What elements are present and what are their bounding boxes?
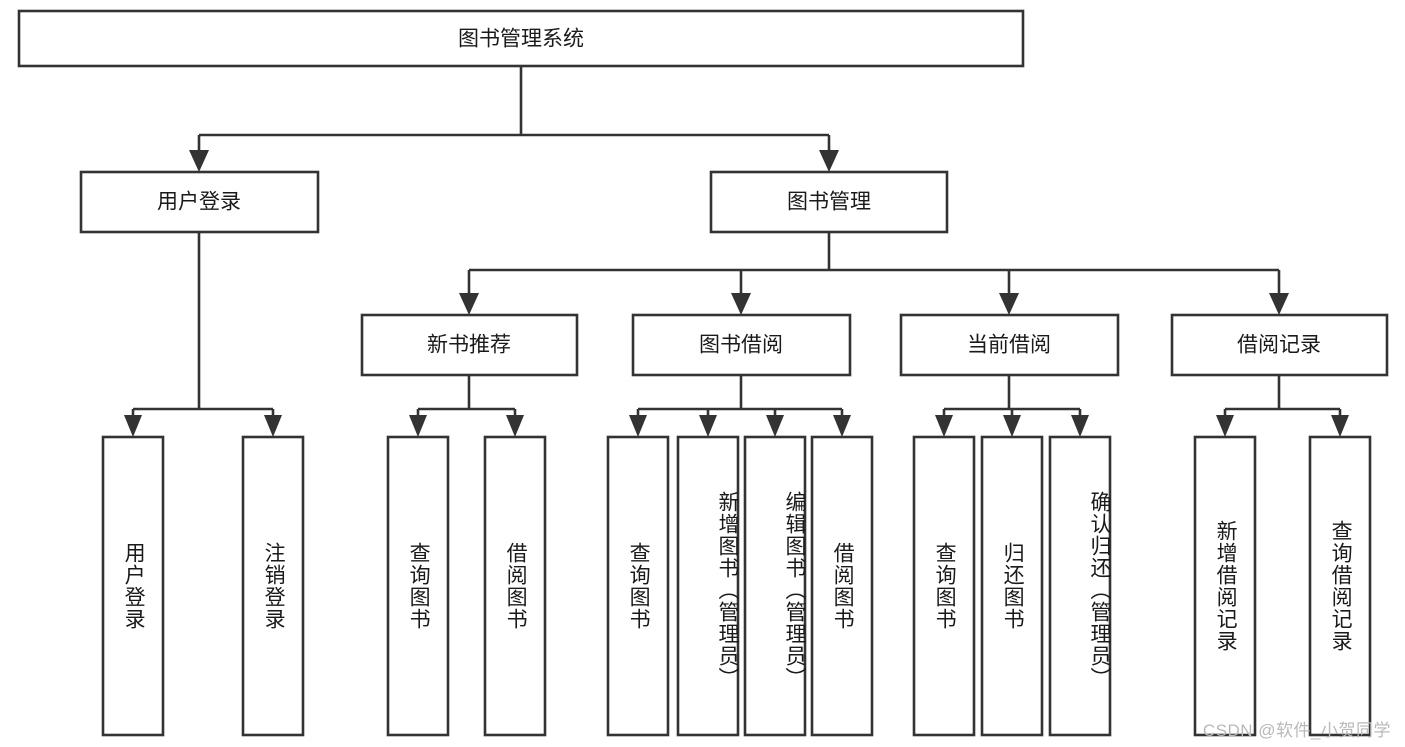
node-book-manage-box[interactable] — [709, 170, 949, 234]
arrow-head-leaf-logout — [264, 415, 282, 437]
leaf-borrow-book-2-box[interactable] — [810, 435, 874, 737]
edge-group-user-login — [124, 232, 282, 437]
node-borrow-record-label: 借阅记录 — [1237, 334, 1321, 357]
arrow-head-leaf-return-book — [1003, 415, 1021, 437]
leaf-logout-box[interactable] — [241, 435, 305, 737]
arrow-head-leaf-add-record — [1216, 415, 1234, 437]
node-current-borrow-box[interactable] — [899, 313, 1120, 377]
node-new-book-recommend-box[interactable] — [360, 313, 579, 377]
node-book-borrow-label: 图书借阅 — [699, 334, 783, 357]
edge-group-current-borrow — [935, 375, 1089, 437]
edge-group-root — [189, 66, 839, 172]
leaf-edit-book-box[interactable] — [743, 435, 807, 737]
arrow-head-borrow-record — [1269, 293, 1289, 315]
leaf-add-book-box[interactable] — [676, 435, 740, 737]
node-book-manage-label: 图书管理 — [787, 191, 871, 214]
leaf-user-login-box[interactable] — [101, 435, 165, 737]
leaf-query-book-3-box[interactable] — [912, 435, 976, 737]
node-new-book-recommend[interactable]: 新书推荐 — [360, 313, 579, 377]
edge-group-book-manage — [459, 232, 1289, 315]
edge-group-book-borrow — [629, 375, 851, 437]
leaf-add-record-box[interactable] — [1193, 435, 1257, 737]
arrow-head-leaf-query-book-1 — [409, 415, 427, 437]
node-new-book-recommend-label: 新书推荐 — [427, 334, 511, 357]
leaf-query-record-box[interactable] — [1308, 435, 1372, 737]
arrow-head-book-manage — [819, 150, 839, 172]
node-current-borrow[interactable]: 当前借阅 — [899, 313, 1120, 377]
arrow-head-leaf-borrow-book-2 — [833, 415, 851, 437]
arrow-head-leaf-user-login — [124, 415, 142, 437]
node-book-borrow-box[interactable] — [631, 313, 852, 377]
edge-group-new-book-recommend — [409, 375, 524, 437]
arrow-head-leaf-confirm-return — [1071, 415, 1089, 437]
leaf-borrow-book-1-box[interactable] — [483, 435, 547, 737]
leaf-query-book-2-box[interactable] — [606, 435, 670, 737]
arrow-head-book-borrow — [731, 293, 751, 315]
arrow-head-leaf-query-record — [1331, 415, 1349, 437]
arrow-head-leaf-borrow-book-1 — [506, 415, 524, 437]
leaf-query-book-1-box[interactable] — [386, 435, 450, 737]
arrow-head-leaf-query-book-3 — [935, 415, 953, 437]
arrow-head-current-borrow — [999, 293, 1019, 315]
node-user-login[interactable]: 用户登录 — [79, 170, 320, 234]
arrow-head-user-login — [189, 150, 209, 172]
node-user-login-box[interactable] — [79, 170, 320, 234]
node-root[interactable]: 图书管理系统 — [17, 9, 1025, 68]
node-current-borrow-label: 当前借阅 — [967, 334, 1051, 357]
arrow-head-leaf-add-book — [699, 415, 717, 437]
node-borrow-record[interactable]: 借阅记录 — [1170, 313, 1389, 377]
node-user-login-label: 用户登录 — [157, 191, 241, 214]
node-root-box[interactable] — [17, 9, 1025, 68]
leaf-confirm-return-box[interactable] — [1048, 435, 1112, 737]
arrow-head-leaf-query-book-2 — [629, 415, 647, 437]
csdn-watermark: CSDN @软件_小贺同学 — [1202, 721, 1391, 740]
node-borrow-record-box[interactable] — [1170, 313, 1389, 377]
edge-group-borrow-record — [1216, 375, 1349, 437]
arrow-head-leaf-edit-book — [766, 415, 784, 437]
arrow-head-new-book-recommend — [459, 293, 479, 315]
node-book-borrow[interactable]: 图书借阅 — [631, 313, 852, 377]
node-root-label: 图书管理系统 — [458, 28, 584, 51]
node-book-manage[interactable]: 图书管理 — [709, 170, 949, 234]
leaf-boxes — [101, 435, 1372, 737]
leaf-return-book-box[interactable] — [980, 435, 1044, 737]
